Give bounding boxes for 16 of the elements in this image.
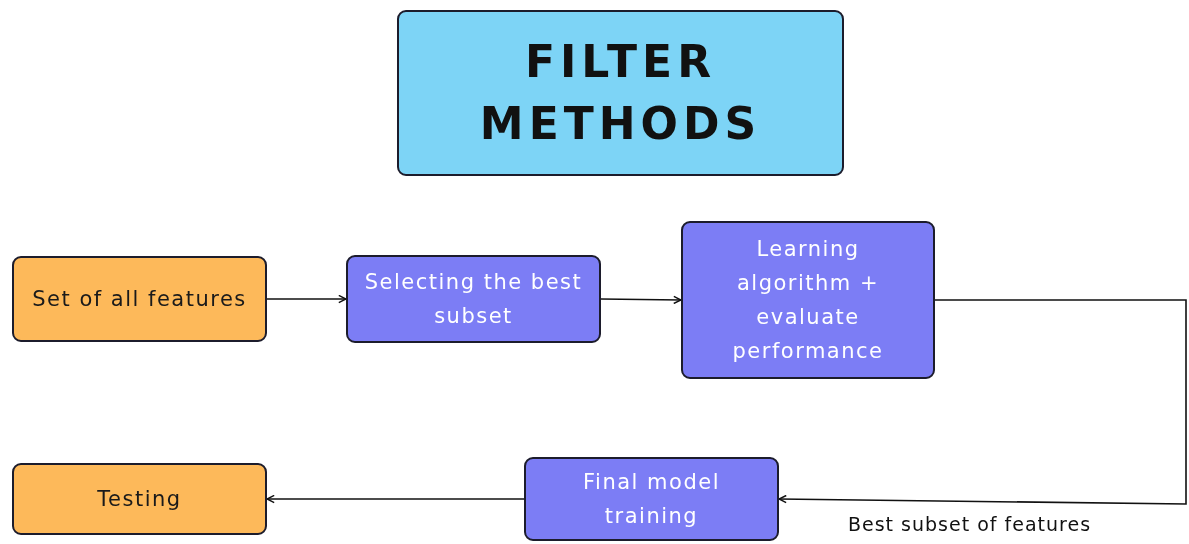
input-box bbox=[12, 256, 267, 342]
node-label: Set of all features bbox=[32, 286, 247, 313]
arrow bbox=[266, 494, 525, 504]
title-text: FILTER METHODS bbox=[478, 35, 763, 151]
process-box bbox=[524, 457, 779, 541]
process-box bbox=[681, 221, 935, 379]
arrow bbox=[778, 299, 1187, 505]
output-box bbox=[12, 463, 267, 535]
node-label: Learning algorithm + evaluate performance bbox=[731, 236, 885, 365]
arrow bbox=[600, 295, 682, 305]
process-box bbox=[346, 255, 601, 343]
node-label: Final model training bbox=[582, 469, 721, 530]
node-label: Testing bbox=[97, 486, 182, 513]
arrow bbox=[266, 294, 347, 304]
node-label: Selecting the best subset bbox=[363, 269, 584, 330]
title-box bbox=[397, 10, 844, 176]
